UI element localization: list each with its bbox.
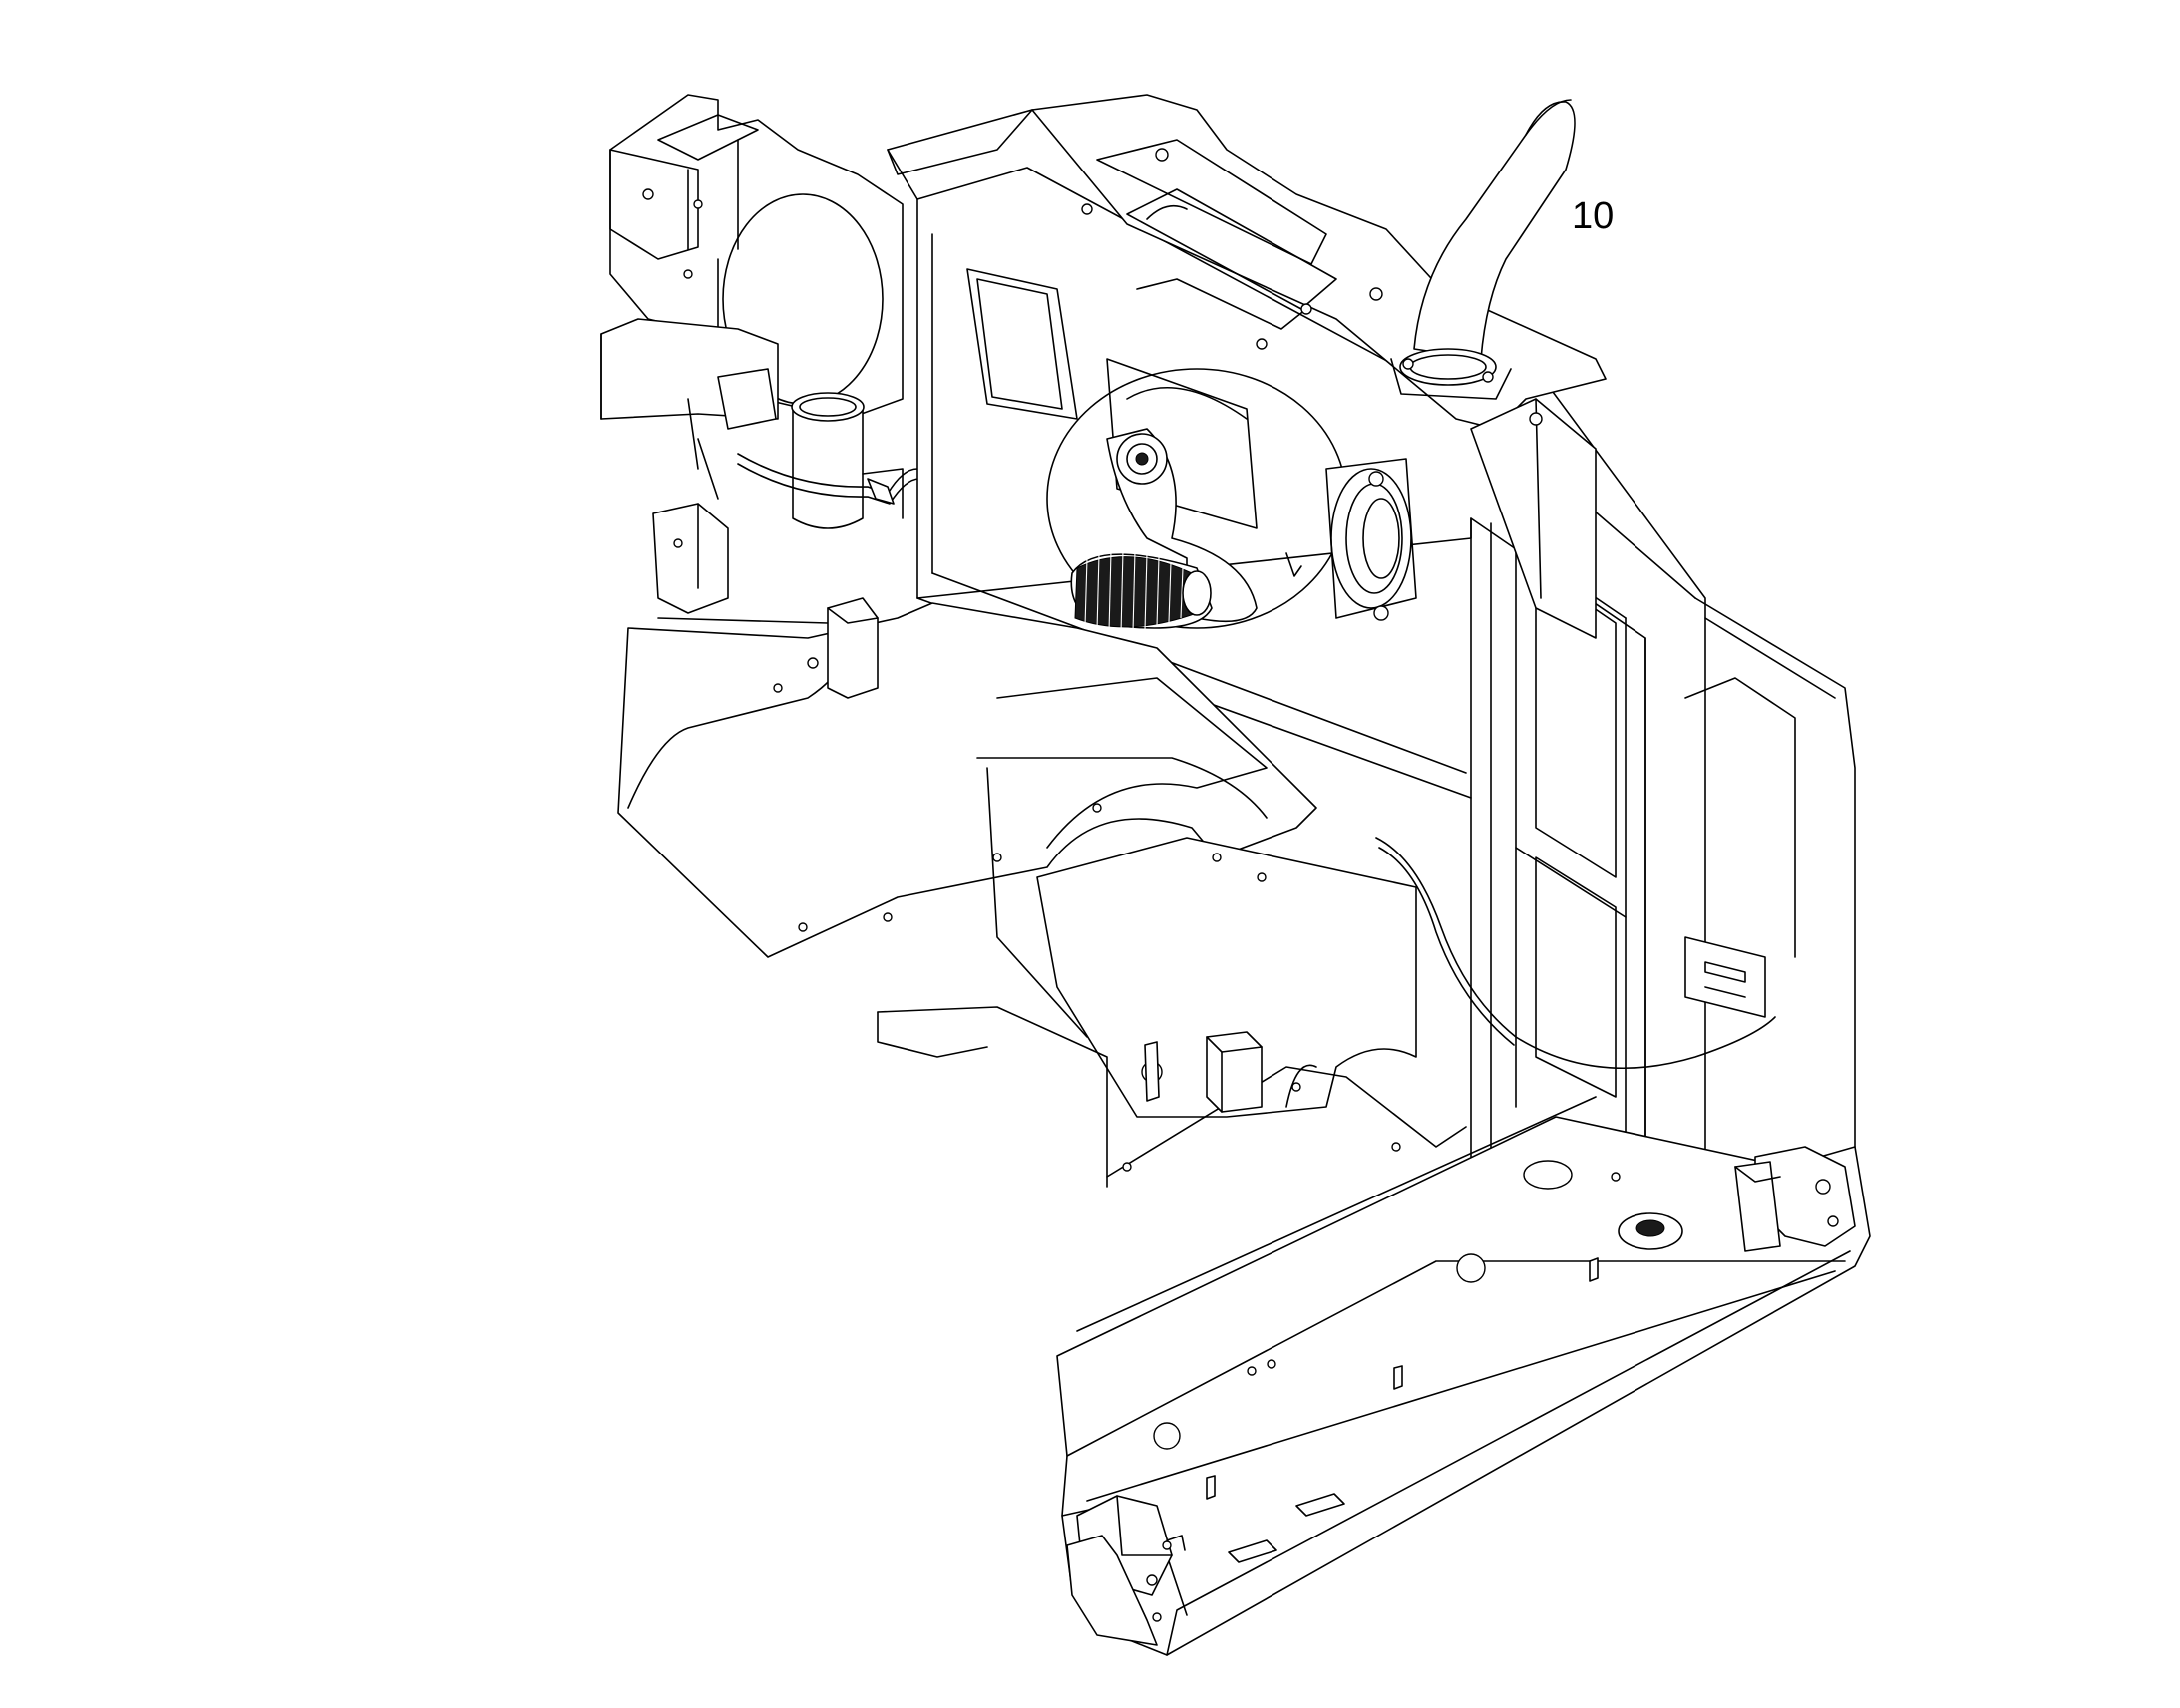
cable-run: [1375, 837, 1776, 1070]
exhaust-pipe: [1390, 99, 1576, 400]
floor-chassis: [617, 602, 1467, 1188]
corrugated-hose: [1074, 549, 1198, 634]
lower-left-bracket: [1066, 1495, 1186, 1646]
left-corner-mounts: [652, 503, 1263, 1113]
blower-assembly: [1070, 428, 1258, 634]
callout-label-10: 10: [1572, 195, 1615, 237]
right-side-panel: [1470, 398, 1766, 1018]
right-drum: [1285, 458, 1417, 621]
left-duct: [600, 318, 904, 529]
base-floor-plate: [1056, 1096, 1871, 1656]
